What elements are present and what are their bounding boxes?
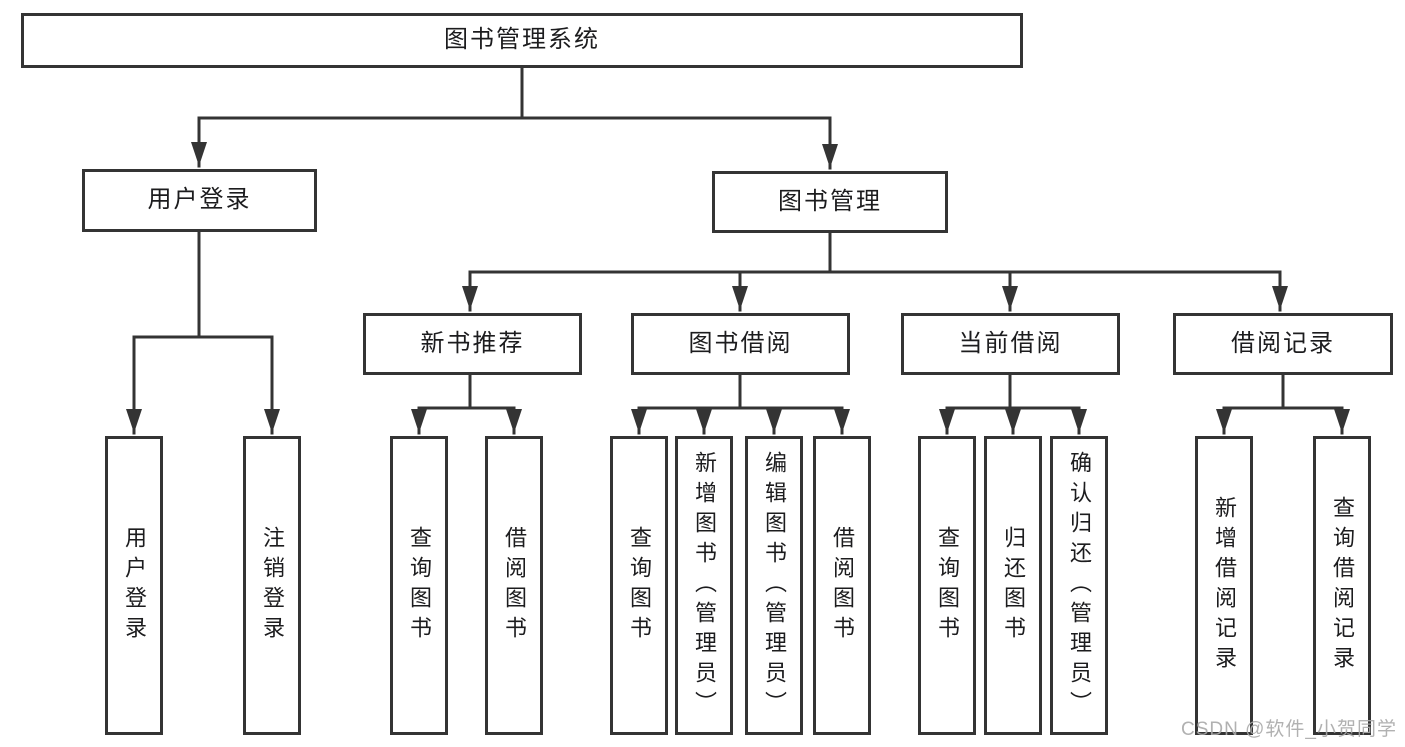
node-user-login: 用户登录 <box>82 169 317 232</box>
leaf-edit-books-admin: 编辑图书（管理员） <box>745 436 803 735</box>
node-book-borrow: 图书借阅 <box>631 313 850 375</box>
leaf-return-books: 归还图书 <box>984 436 1042 735</box>
leaf-add-borrow-record: 新增借阅记录 <box>1195 436 1253 735</box>
leaf-query-books-recommend: 查询图书 <box>390 436 448 735</box>
connector-skeleton <box>132 66 1344 410</box>
node-book-management: 图书管理 <box>712 171 948 233</box>
leaf-add-borrow-record-label: 新增借阅记录 <box>1212 495 1237 676</box>
node-new-book-recommend-label: 新书推荐 <box>420 329 525 357</box>
leaf-user-login: 用户登录 <box>105 436 163 735</box>
leaf-query-books-recommend-label: 查询图书 <box>407 525 432 646</box>
leaf-query-books-borrow-label: 查询图书 <box>627 525 652 646</box>
csdn-watermark: CSDN @软件_小贺同学 <box>1181 719 1397 740</box>
leaf-borrow-books-recommend: 借阅图书 <box>485 436 543 735</box>
leaf-user-login-label: 用户登录 <box>122 525 147 646</box>
leaf-add-books-admin-label: 新增图书（管理员） <box>692 450 717 721</box>
leaf-confirm-return-admin-label: 确认归还（管理员） <box>1067 450 1092 721</box>
leaf-borrow-books-recommend-label: 借阅图书 <box>502 525 527 646</box>
node-current-borrow-label: 当前借阅 <box>958 329 1063 357</box>
leaf-query-books-current: 查询图书 <box>918 436 976 735</box>
node-book-management-label: 图书管理 <box>778 187 882 215</box>
node-current-borrow: 当前借阅 <box>901 313 1120 375</box>
leaf-logout: 注销登录 <box>243 436 301 735</box>
node-book-borrow-label: 图书借阅 <box>688 329 793 357</box>
leaf-return-books-label: 归还图书 <box>1001 525 1026 646</box>
leaf-query-borrow-record-label: 查询借阅记录 <box>1330 495 1355 676</box>
leaf-logout-label: 注销登录 <box>260 525 285 646</box>
leaf-query-books-borrow: 查询图书 <box>610 436 668 735</box>
leaf-borrow-books: 借阅图书 <box>813 436 871 735</box>
node-new-book-recommend: 新书推荐 <box>363 313 582 375</box>
leaf-edit-books-admin-label: 编辑图书（管理员） <box>762 450 787 721</box>
leaf-query-books-current-label: 查询图书 <box>935 525 960 646</box>
leaf-query-borrow-record: 查询借阅记录 <box>1313 436 1371 735</box>
node-user-login-label: 用户登录 <box>147 186 252 214</box>
leaf-add-books-admin: 新增图书（管理员） <box>675 436 733 735</box>
node-borrow-records-label: 借阅记录 <box>1231 329 1335 357</box>
leaf-borrow-books-label: 借阅图书 <box>830 525 855 646</box>
node-borrow-records: 借阅记录 <box>1173 313 1393 375</box>
leaf-confirm-return-admin: 确认归还（管理员） <box>1050 436 1108 735</box>
node-root-label: 图书管理系统 <box>444 26 600 54</box>
node-root: 图书管理系统 <box>21 13 1023 68</box>
